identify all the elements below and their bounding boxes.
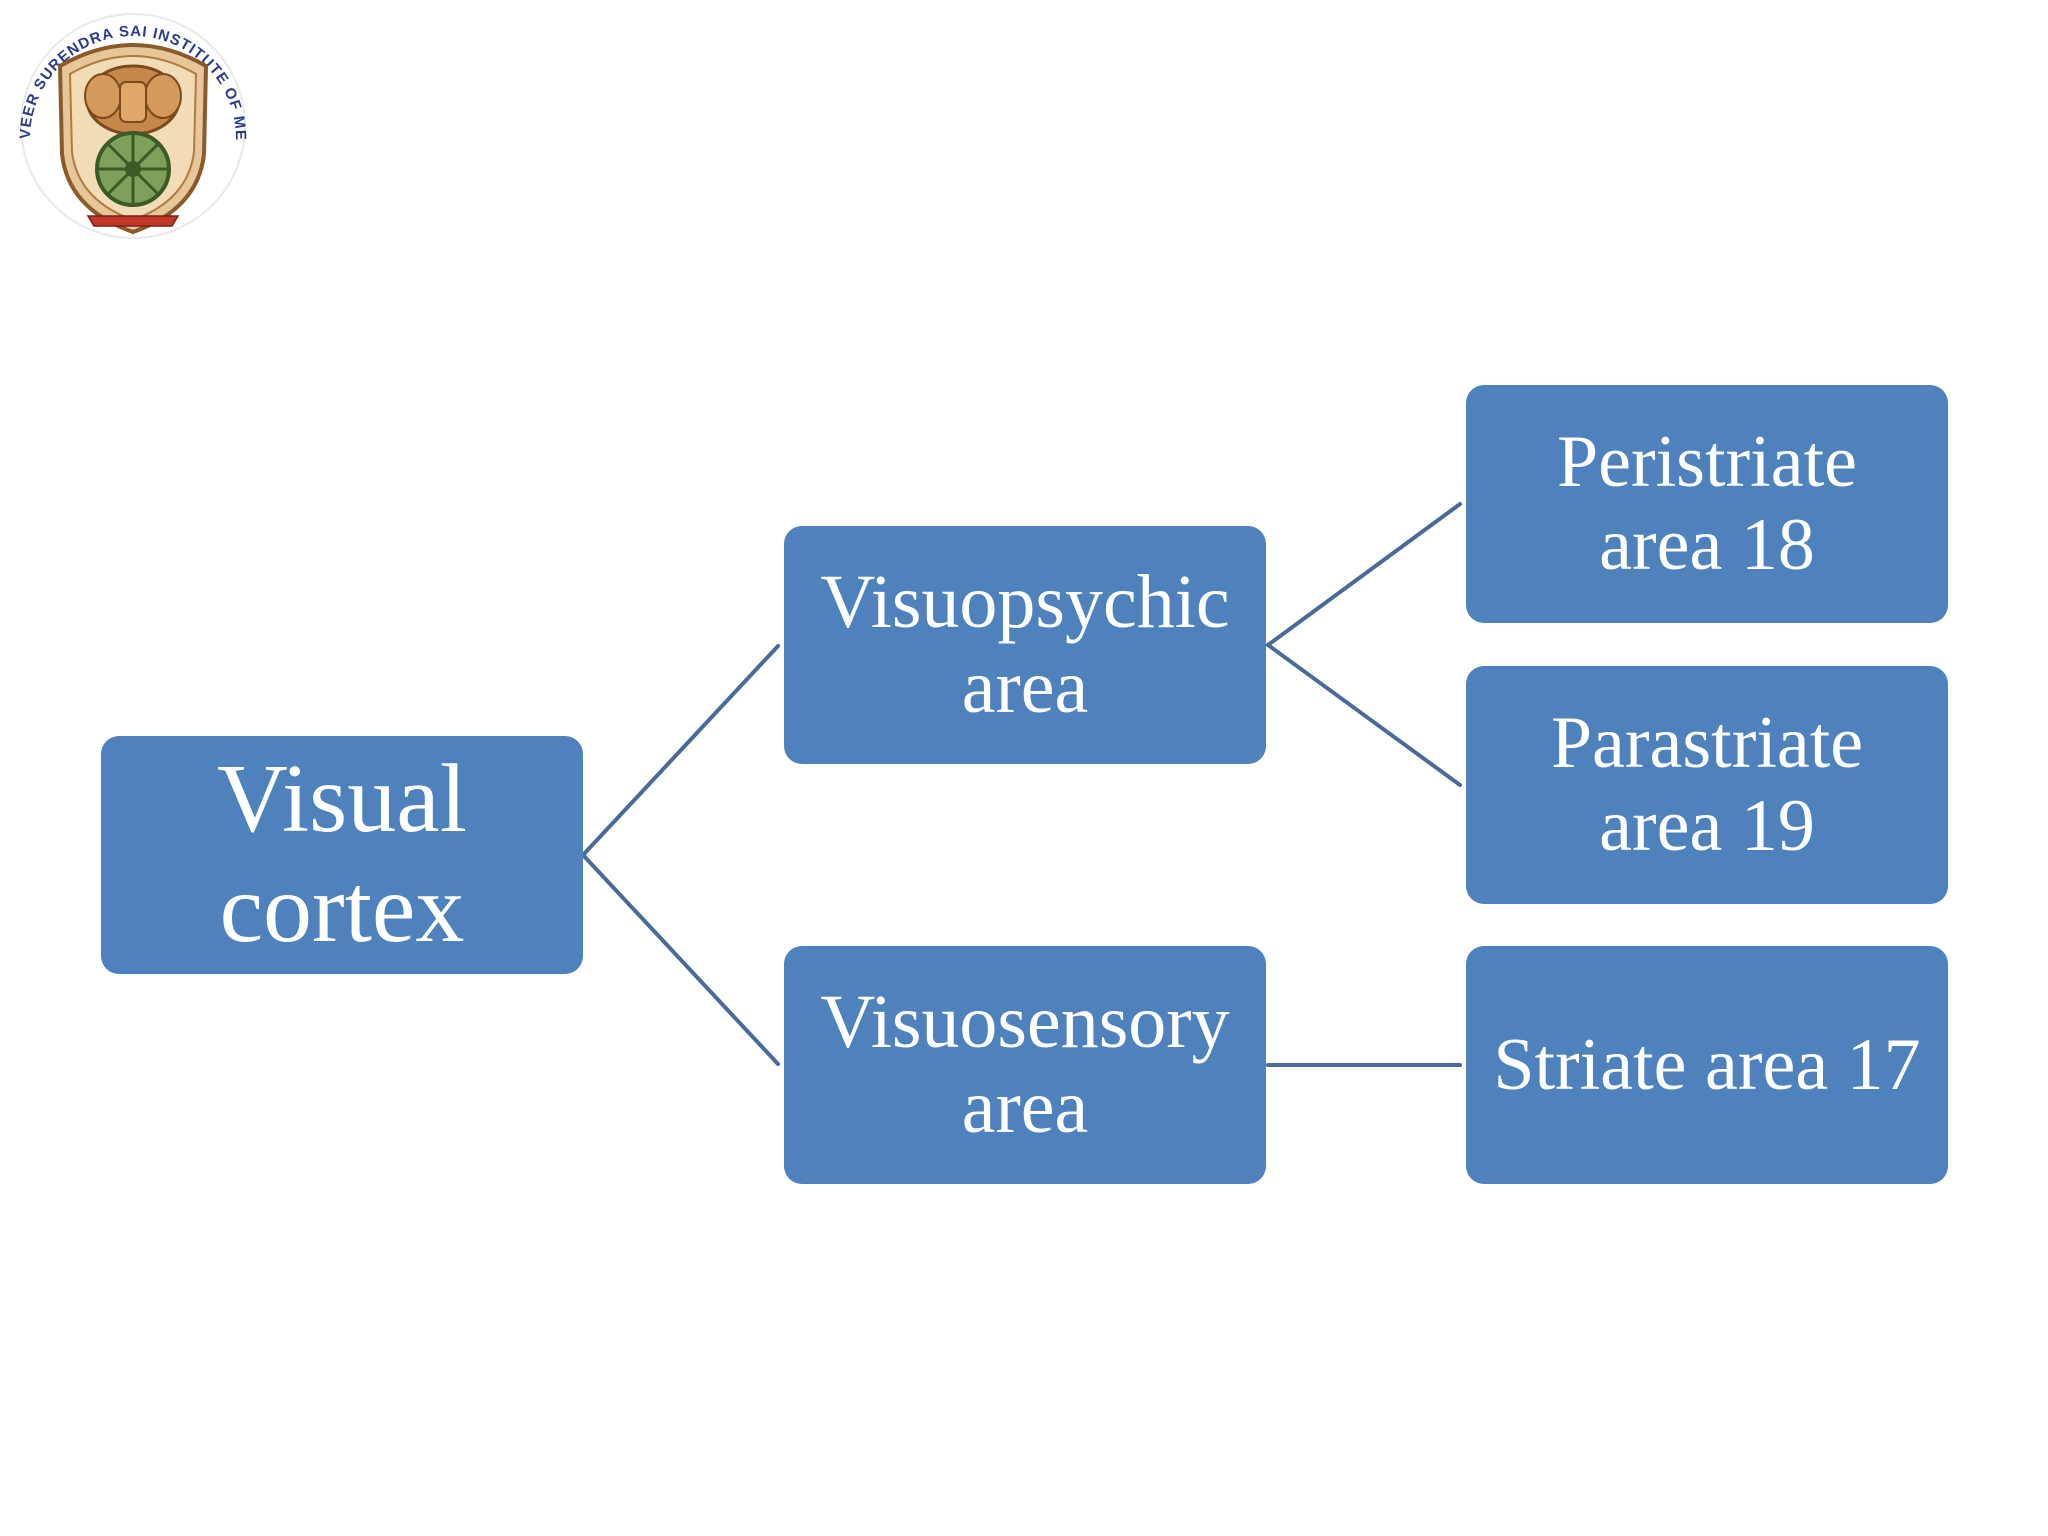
node-label: Visuosensory area — [820, 979, 1230, 1149]
connector-visuopsychic-to-peristriate — [1266, 502, 1462, 647]
node-parastriate-area-19: Parastriate area 19 — [1466, 666, 1948, 904]
node-peristriate-area-18: Peristriate area 18 — [1466, 385, 1948, 623]
node-visuosensory-area: Visuosensory area — [784, 946, 1266, 1184]
node-label: Peristriate area 18 — [1556, 421, 1857, 586]
node-striate-area-17: Striate area 17 — [1466, 946, 1948, 1184]
node-visuopsychic-area: Visuopsychic area — [784, 526, 1266, 764]
node-label: Visual cortex — [217, 745, 467, 963]
node-label: Parastriate area 19 — [1550, 702, 1864, 867]
node-visual-cortex: Visual cortex — [101, 736, 583, 974]
node-label: Striate area 17 — [1493, 1023, 1921, 1106]
node-label: Visuopsychic area — [820, 559, 1230, 729]
connector-root-to-visuopsychic — [581, 644, 780, 857]
connector-root-to-visuosensory — [581, 853, 780, 1066]
institute-seal-icon: VEER SURENDRA SAI INSTITUTE OF MEDICAL S… — [8, 4, 248, 239]
connector-visuopsychic-to-parastriate — [1266, 643, 1462, 787]
